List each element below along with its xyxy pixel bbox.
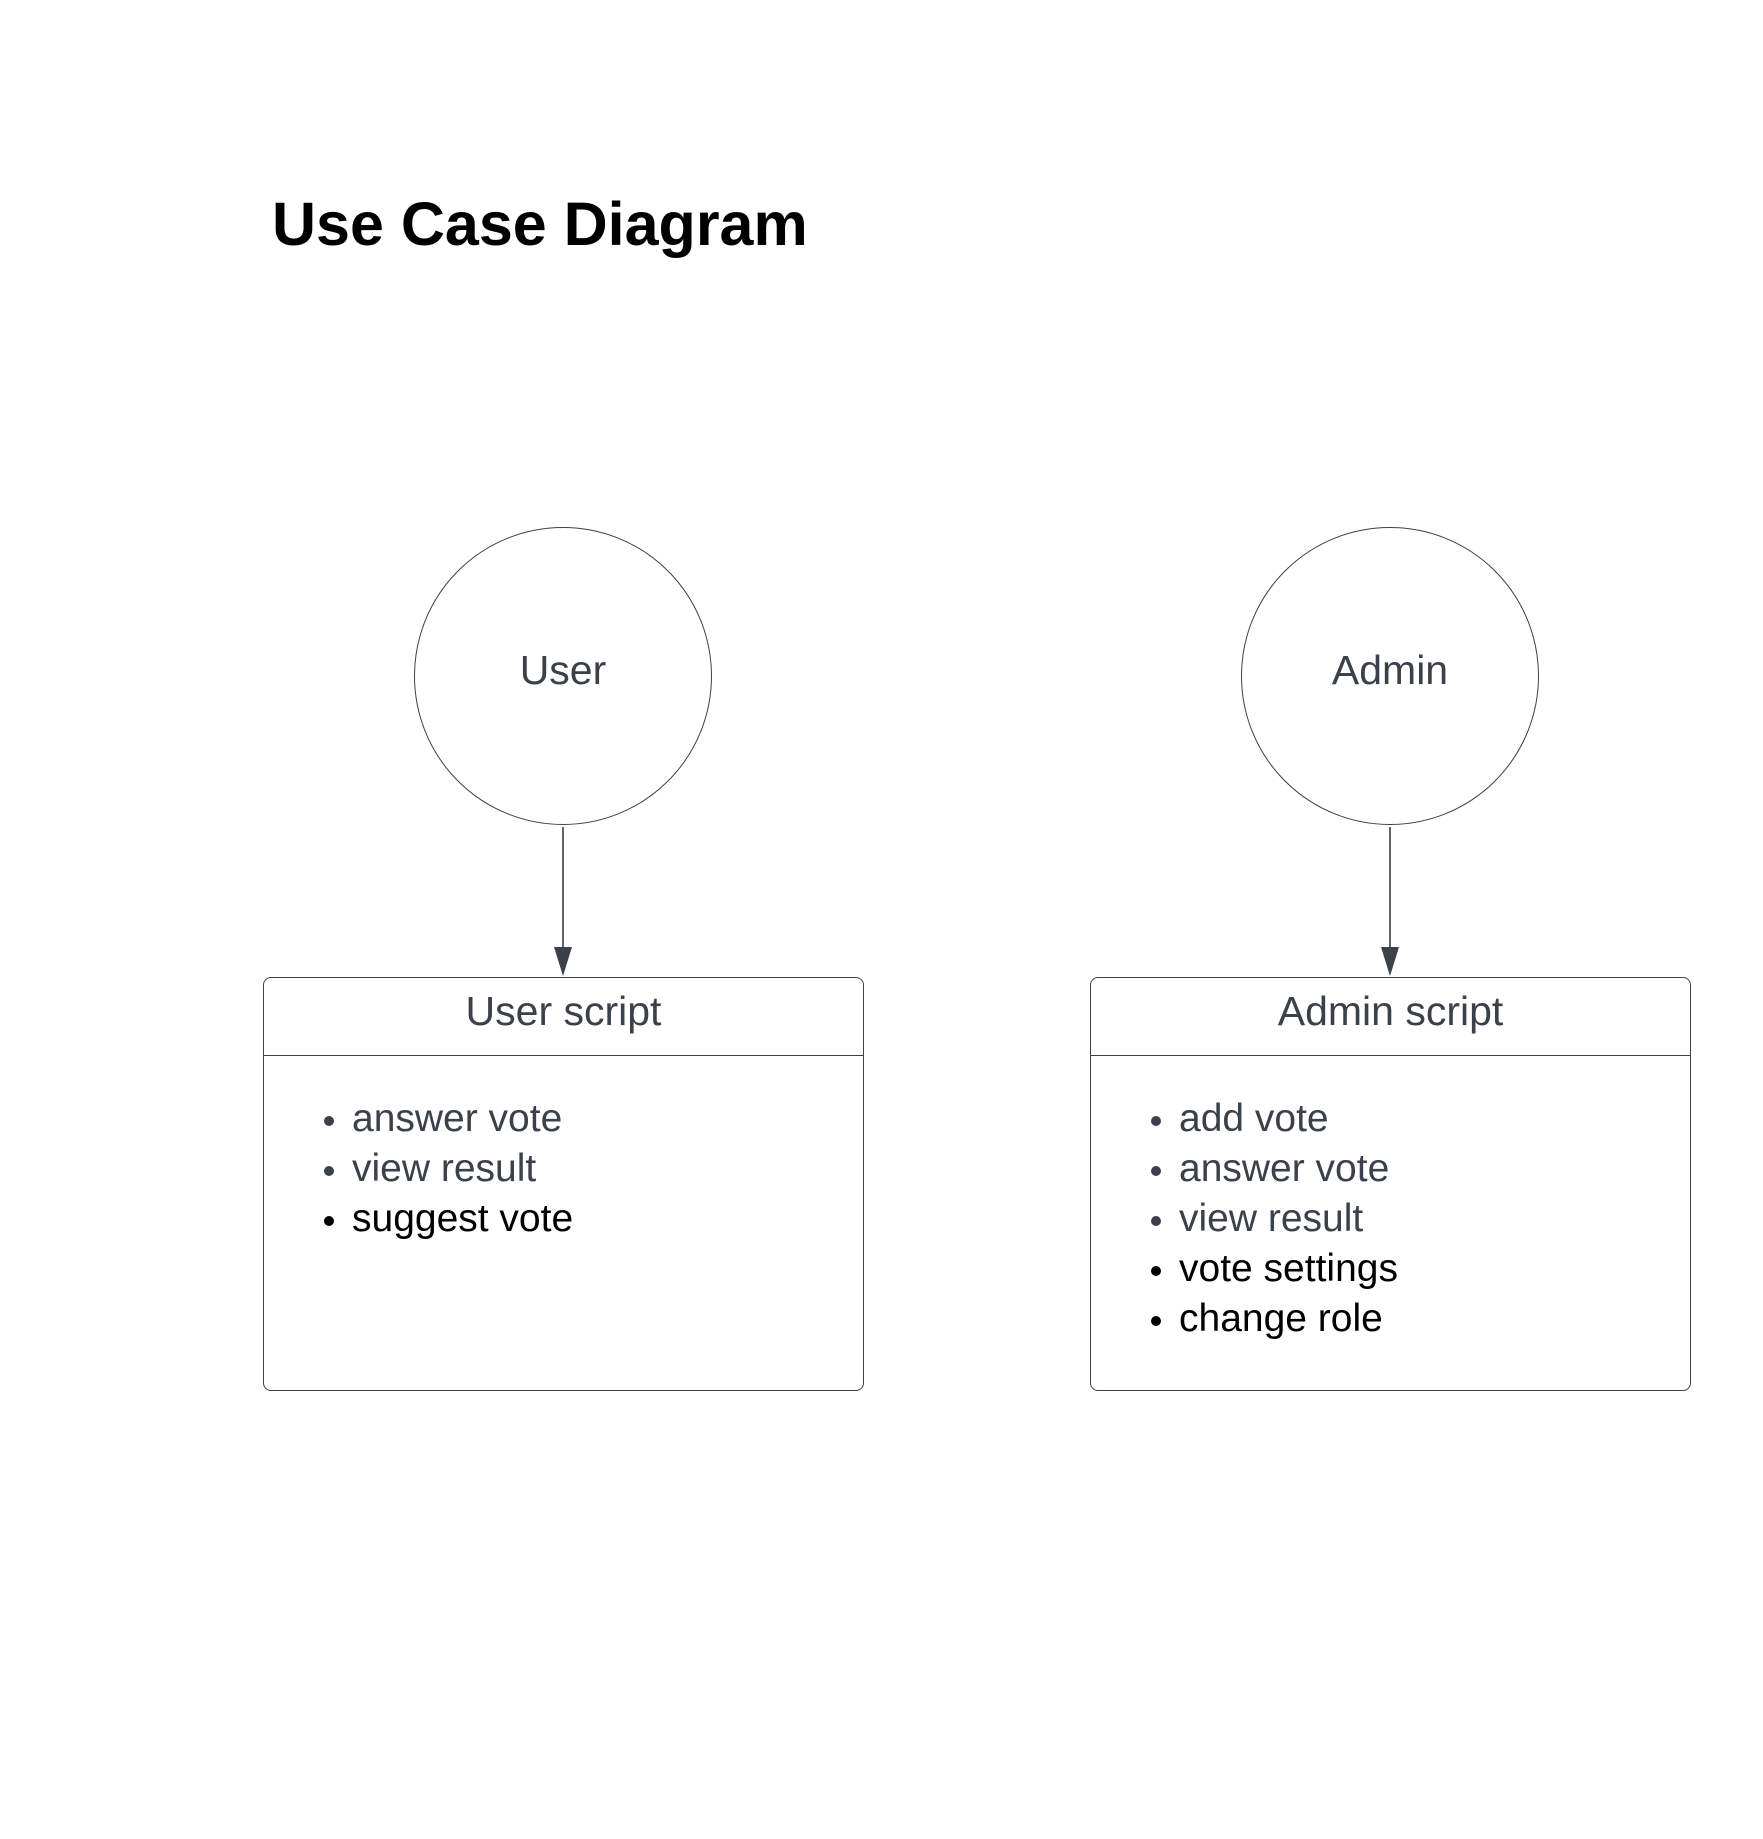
list-item: vote settings [1151, 1244, 1690, 1294]
user-script-title: User script [465, 988, 662, 1034]
list-item: add vote [1151, 1094, 1690, 1144]
admin-script-list: add vote answer vote view result vote se… [1091, 1056, 1690, 1344]
list-item: answer vote [324, 1094, 863, 1144]
admin-connector-arrowhead [1381, 947, 1399, 976]
user-script-header: User script [264, 978, 863, 1056]
actor-user-label: User [519, 646, 607, 693]
list-item: change role [1151, 1294, 1690, 1344]
list-item: answer vote [1151, 1144, 1690, 1194]
list-item: view result [324, 1144, 863, 1194]
admin-script-title: Admin script [1277, 988, 1504, 1034]
user-connector-arrowhead [554, 947, 572, 976]
diagram-title: Use Case Diagram [272, 190, 808, 258]
admin-script-box: Admin script add vote answer vote view r… [1090, 977, 1691, 1391]
actor-user: User [414, 527, 712, 825]
user-script-box: User script answer vote view result sugg… [263, 977, 864, 1391]
user-script-list: answer vote view result suggest vote [264, 1056, 863, 1244]
actor-admin: Admin [1241, 527, 1539, 825]
admin-script-header: Admin script [1091, 978, 1690, 1056]
actor-admin-label: Admin [1331, 646, 1449, 693]
list-item: view result [1151, 1194, 1690, 1244]
list-item: suggest vote [324, 1194, 863, 1244]
